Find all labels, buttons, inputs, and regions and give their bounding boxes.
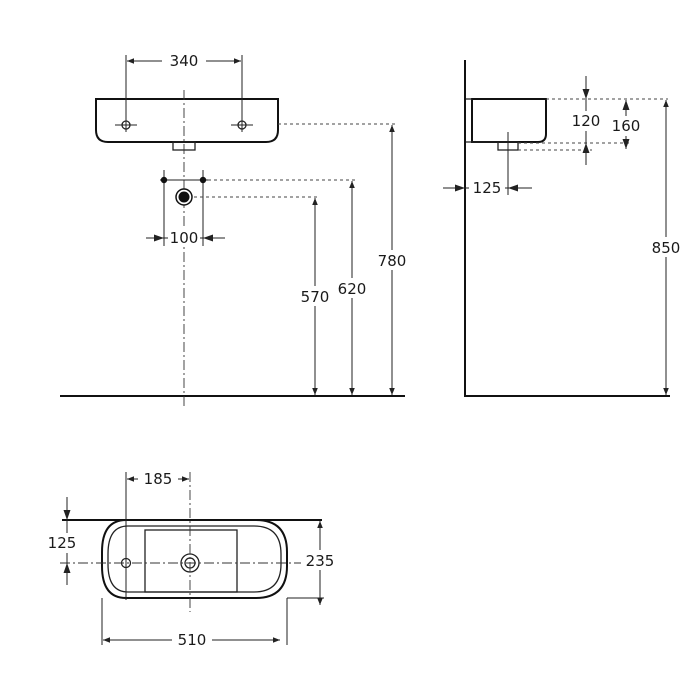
top-basin-bowl <box>144 529 238 593</box>
dim-125-top-label: 125 <box>48 534 77 552</box>
front-pipe-points <box>160 170 208 246</box>
dim-850-label: 850 <box>652 239 681 257</box>
top-basin-outer <box>101 519 288 599</box>
dim-235-label: 235 <box>306 552 335 570</box>
dim-160-label: 160 <box>612 117 641 135</box>
dim-125-side-label: 125 <box>473 179 502 197</box>
side-basin-outline <box>471 98 547 143</box>
dim-570-label: 570 <box>301 288 330 306</box>
dim-620-label: 620 <box>338 280 367 298</box>
dim-185-label: 185 <box>144 470 173 488</box>
dim-510-label: 510 <box>178 631 207 649</box>
front-basin-outline <box>95 98 279 143</box>
dim-100-label: 100 <box>170 229 199 247</box>
dim-780-label: 780 <box>378 252 407 270</box>
side-view: 120 160 125 850 <box>443 60 686 397</box>
dim-120-label: 120 <box>572 112 601 130</box>
front-waste-outlet <box>175 188 193 206</box>
dim-340-label: 340 <box>170 52 199 70</box>
front-view: 340 100 570 620 <box>60 50 411 408</box>
top-basin-inner <box>107 525 282 593</box>
top-view: 185 125 235 510 <box>46 469 339 649</box>
